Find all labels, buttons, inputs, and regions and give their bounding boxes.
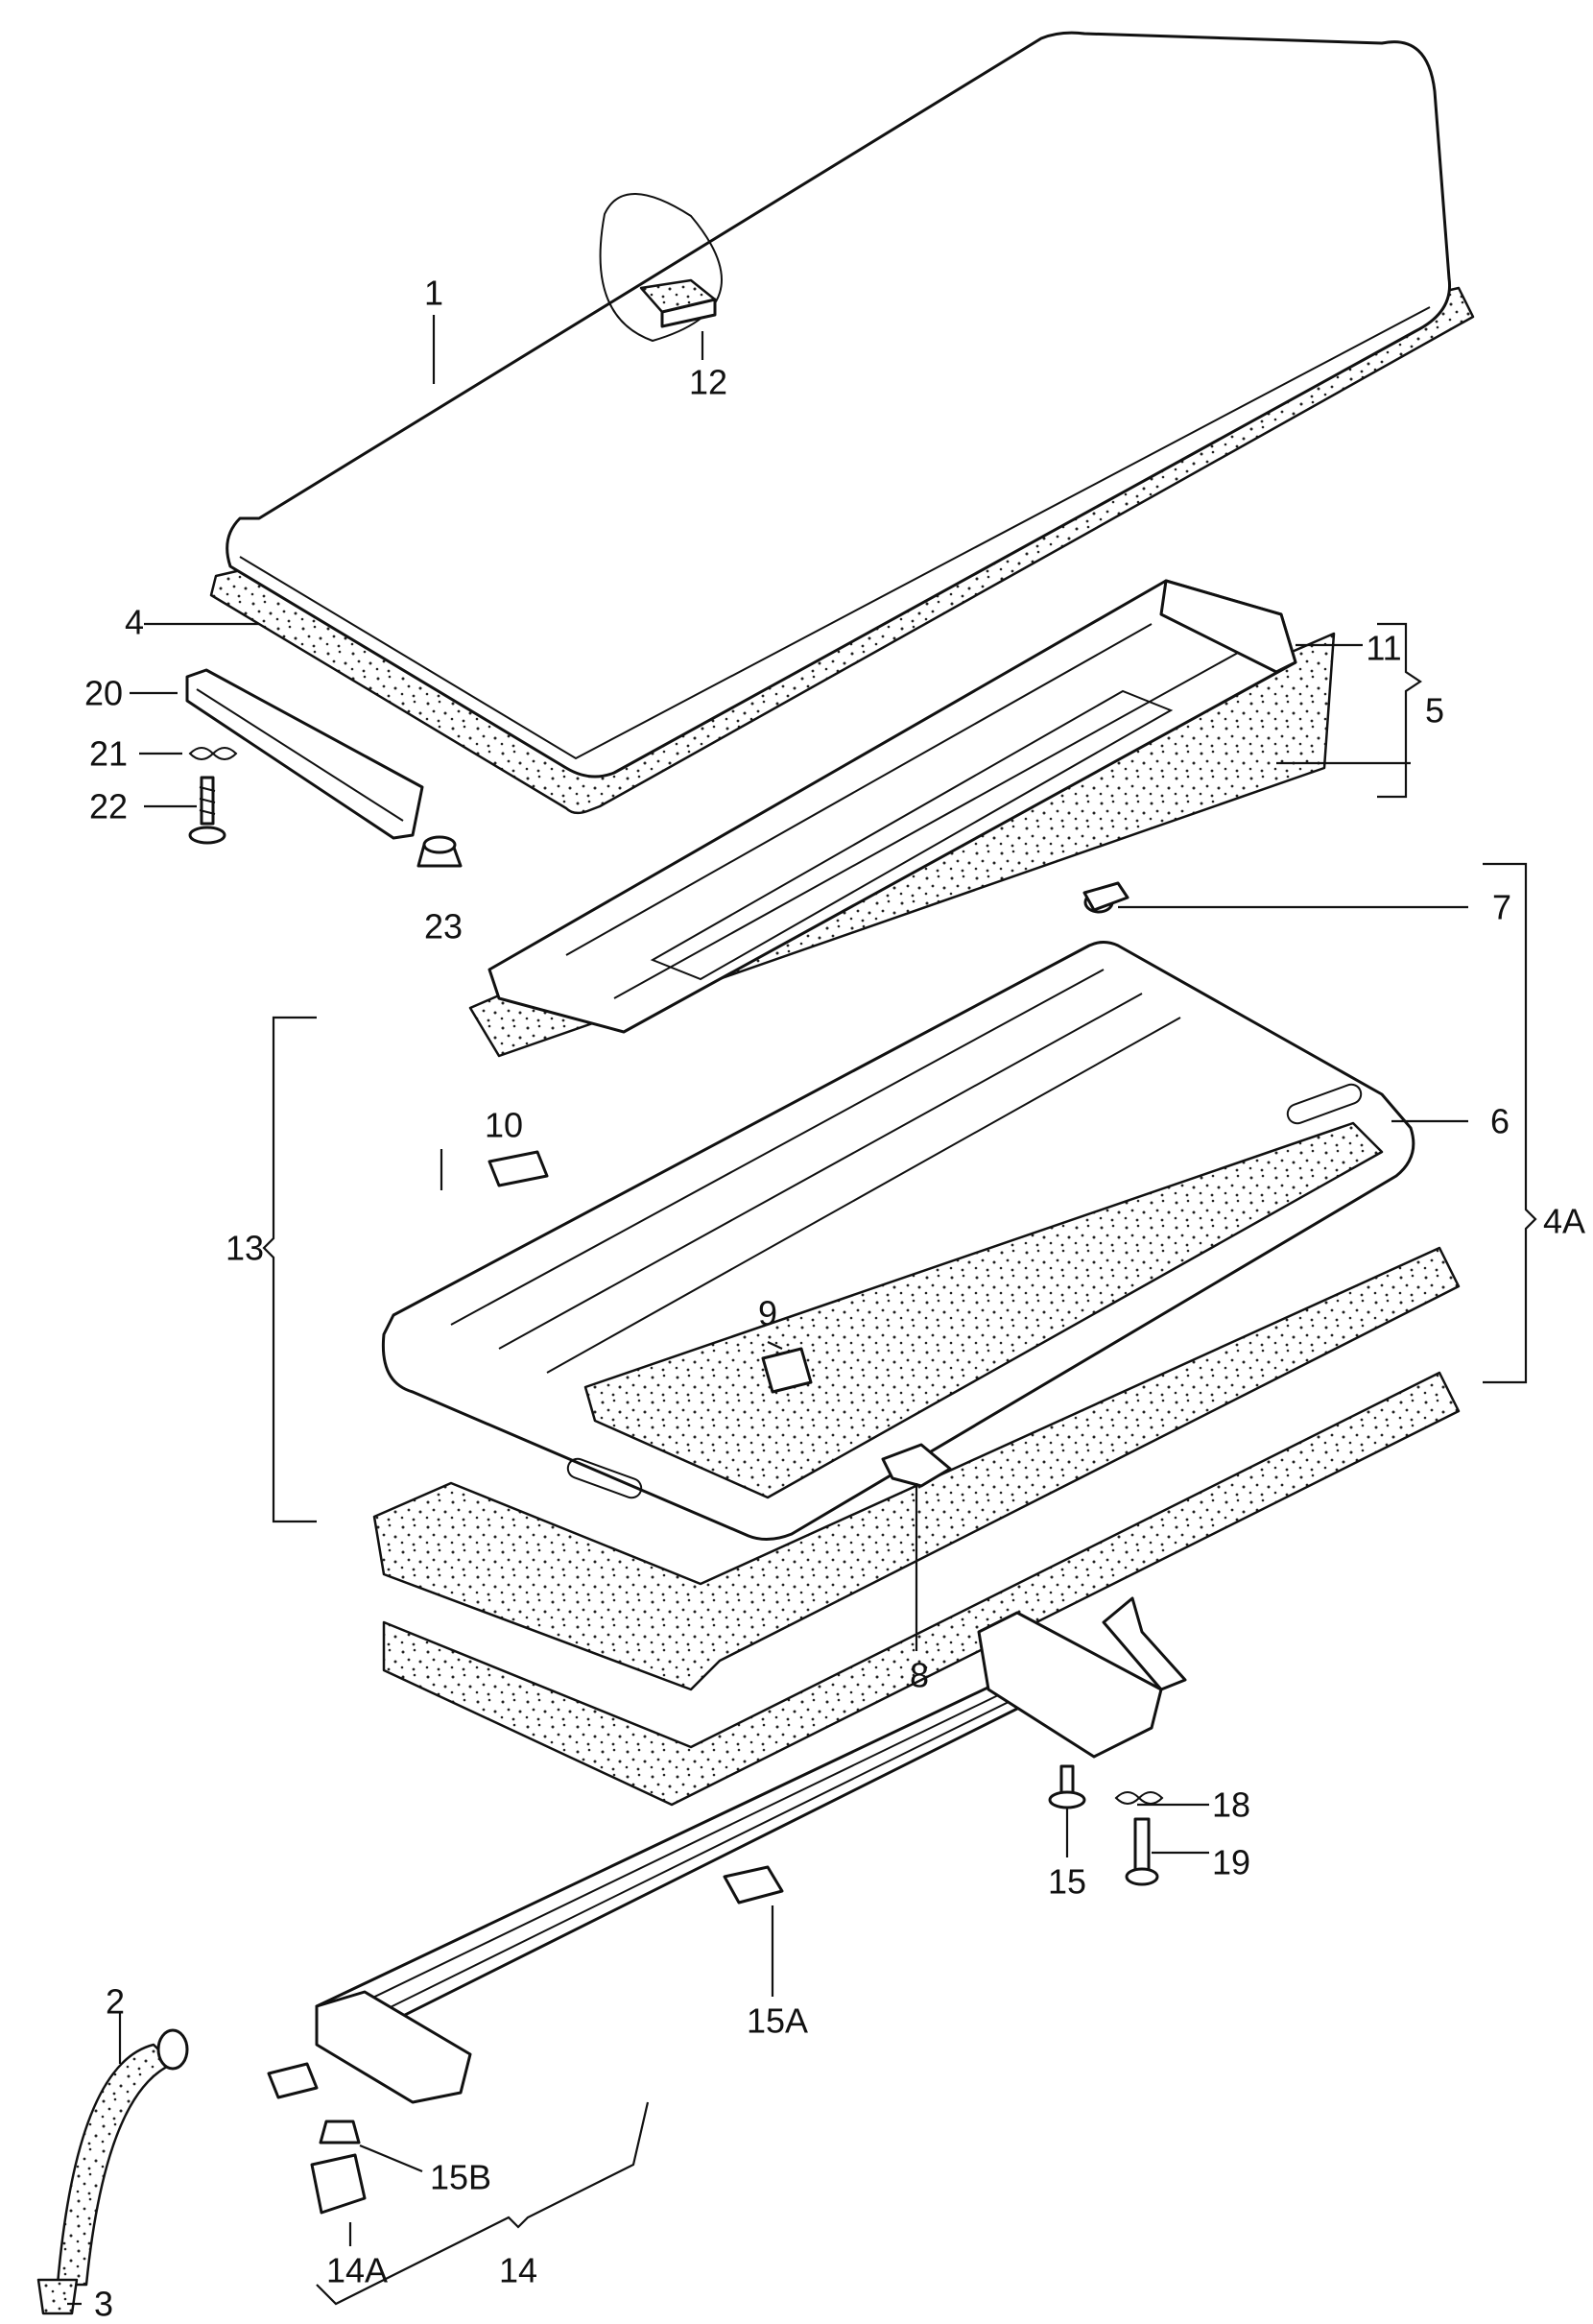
drain-hose-2 — [56, 2028, 189, 2287]
callout-15: 15 — [1048, 1862, 1086, 1902]
stop-15B — [319, 2120, 361, 2144]
glass-panel-1 — [226, 31, 1452, 779]
screw-22 — [188, 776, 226, 845]
callout-9: 9 — [758, 1294, 777, 1333]
leader-lines — [67, 315, 1468, 2306]
liner-13-base — [382, 1371, 1461, 1807]
spring-washer-18 — [1114, 1791, 1164, 1805]
clip-21 — [188, 747, 238, 760]
callout-13: 13 — [226, 1229, 264, 1268]
trim-strip-20 — [185, 668, 424, 840]
frame-panel-5 — [468, 579, 1336, 1058]
callout-14: 14 — [499, 2251, 537, 2290]
callout-4A: 4A — [1543, 1202, 1585, 1241]
bracket-15A — [723, 1865, 784, 1905]
main-frame-6 — [381, 941, 1415, 1541]
callout-4: 4 — [125, 603, 144, 642]
callout-labels: 1 12 4 20 21 22 23 11 5 7 6 4A 13 10 9 8… — [84, 274, 1585, 2324]
guide-rail-14 — [267, 1596, 1187, 2104]
grouping-braces — [262, 622, 1537, 2306]
callout-14A: 14A — [326, 2251, 388, 2290]
callout-3: 3 — [94, 2285, 113, 2324]
callout-10: 10 — [485, 1106, 523, 1145]
callout-22: 22 — [89, 787, 128, 827]
pin-7 — [1082, 881, 1129, 914]
callout-21: 21 — [89, 734, 128, 774]
callout-5: 5 — [1425, 691, 1444, 731]
callout-15B: 15B — [430, 2158, 491, 2197]
pad-12 — [639, 278, 717, 328]
callout-8: 8 — [910, 1656, 929, 1695]
callout-7: 7 — [1492, 888, 1511, 927]
screw-15 — [1048, 1764, 1086, 1809]
callout-2: 2 — [106, 1982, 125, 2022]
callout-6: 6 — [1490, 1102, 1510, 1141]
callout-1: 1 — [424, 274, 443, 313]
callout-23: 23 — [424, 907, 463, 946]
cap-23 — [416, 835, 463, 868]
callout-11: 11 — [1366, 629, 1401, 668]
bolt-19 — [1125, 1817, 1159, 1886]
callout-19: 19 — [1212, 1843, 1250, 1882]
grommet-3 — [36, 2278, 79, 2315]
callout-20: 20 — [84, 674, 123, 713]
liner-13-lower — [372, 1246, 1461, 1691]
callout-12: 12 — [689, 363, 727, 402]
callout-18: 18 — [1212, 1785, 1250, 1825]
bracket-8 — [881, 1443, 952, 1488]
clip-10 — [487, 1150, 549, 1187]
callout-15A: 15A — [747, 2001, 808, 2041]
clip-9 — [761, 1347, 813, 1394]
guide-block-14A — [310, 2153, 367, 2215]
